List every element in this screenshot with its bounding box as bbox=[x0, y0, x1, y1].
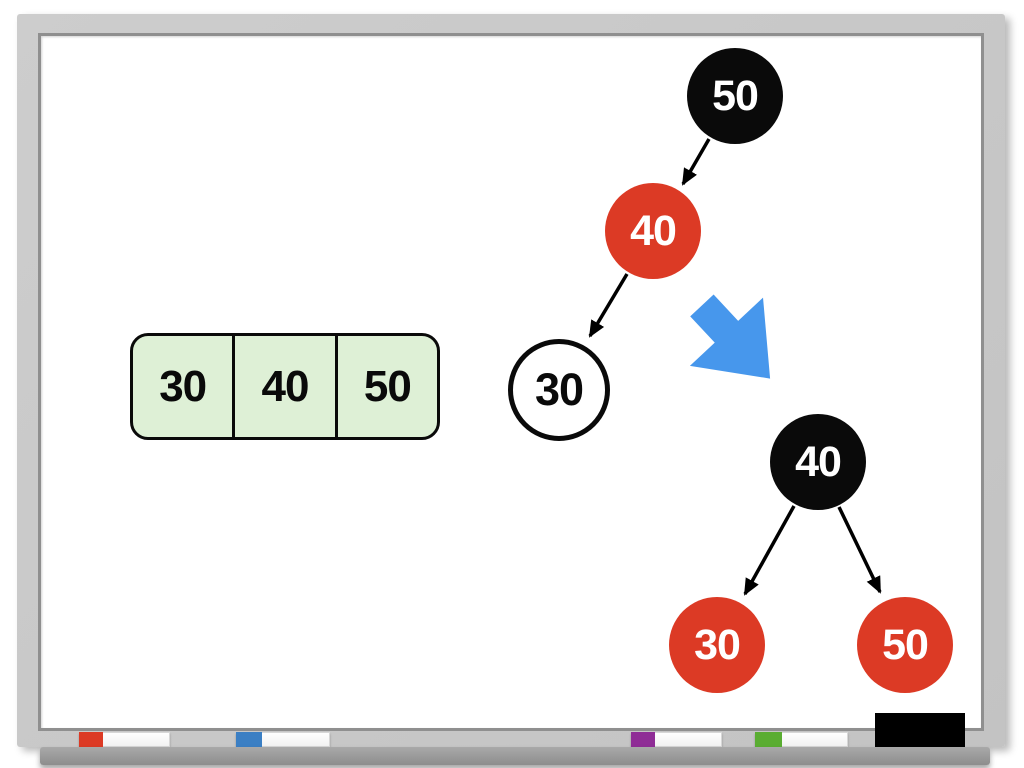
array-cell-50-label: 50 bbox=[363, 361, 412, 411]
red-marker bbox=[79, 732, 170, 747]
green-marker-cap bbox=[755, 732, 782, 747]
sorted-array-box: 30 40 50 bbox=[130, 333, 440, 440]
array-cell-40: 40 bbox=[235, 336, 338, 437]
tree-after-node-30-label: 30 bbox=[694, 620, 741, 669]
tree-before-node-30: 30 bbox=[508, 339, 610, 441]
blue-marker-cap bbox=[236, 732, 262, 747]
array-cell-50: 50 bbox=[338, 336, 437, 437]
whiteboard-eraser bbox=[875, 713, 965, 747]
array-cell-40-label: 40 bbox=[261, 361, 310, 411]
array-cell-30-label: 30 bbox=[159, 361, 207, 411]
tree-after-node-30: 30 bbox=[669, 597, 765, 693]
marker-tray bbox=[40, 747, 990, 765]
tree-before-node-40: 40 bbox=[605, 183, 701, 279]
tree-after-node-50: 50 bbox=[857, 597, 953, 693]
tree-after-node-50-label: 50 bbox=[882, 620, 929, 669]
red-marker-cap bbox=[79, 732, 103, 747]
purple-marker bbox=[631, 732, 722, 747]
red-marker-body bbox=[103, 732, 170, 747]
tree-before-node-50: 50 bbox=[687, 48, 783, 144]
green-marker bbox=[755, 732, 848, 747]
purple-marker-body bbox=[655, 732, 722, 747]
tree-after-node-40-label: 40 bbox=[795, 437, 842, 486]
blue-marker-body bbox=[262, 732, 330, 747]
tree-before-node-30-label: 30 bbox=[534, 364, 584, 415]
purple-marker-cap bbox=[631, 732, 655, 747]
green-marker-body bbox=[782, 732, 848, 747]
blue-marker bbox=[236, 732, 330, 747]
tree-before-node-40-label: 40 bbox=[630, 206, 677, 255]
array-cell-30: 30 bbox=[133, 336, 236, 437]
tree-before-node-50-label: 50 bbox=[712, 71, 759, 120]
tree-after-node-40: 40 bbox=[770, 414, 866, 510]
